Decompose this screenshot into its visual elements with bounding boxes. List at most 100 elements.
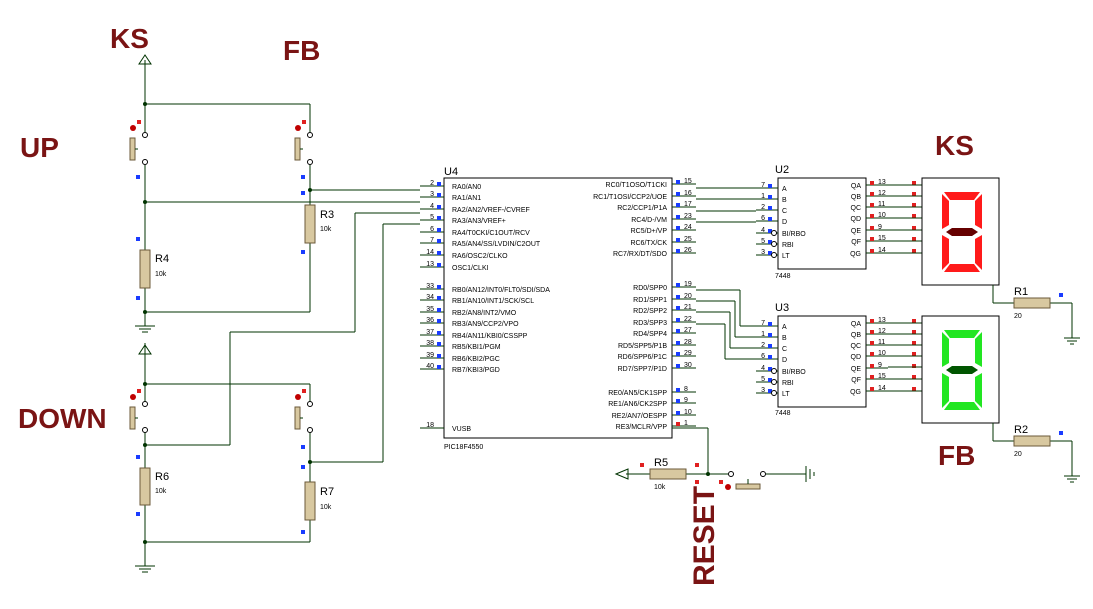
- mcu-pin-label: RC6/TX/CK: [630, 240, 667, 247]
- decoder-pin-label: LT: [782, 253, 790, 260]
- mcu-pin-number: 23: [684, 213, 692, 220]
- mcu-pin-label: RC1/T1OSI/CCP2/UOE: [593, 194, 667, 201]
- decoder-pin-number: 15: [878, 235, 886, 242]
- mcu-pin-label: OSC1/CLKI: [452, 265, 489, 272]
- label-ks-top: KS: [110, 23, 149, 54]
- resistor-r3[interactable]: R3 10k: [304, 204, 334, 244]
- mcu-pin-number: 22: [684, 316, 692, 323]
- mcu-pin-label: RE1/AN6/CK2SPP: [608, 401, 667, 408]
- decoder-pin-label: QC: [851, 205, 862, 212]
- mcu-pin-label: RE3/MCLR/VPP: [616, 424, 668, 431]
- mcu-pin-number: 21: [684, 304, 692, 311]
- mcu-pin-number: 27: [684, 327, 692, 334]
- r7-ref: R7: [320, 486, 334, 498]
- mcu-pin-number: 3: [430, 191, 434, 198]
- u3-part: 7448: [775, 410, 791, 417]
- display-segment-c: [975, 373, 982, 408]
- r4-ref: R4: [155, 253, 169, 265]
- mcu-pin-number: 34: [426, 294, 434, 301]
- decoder-pin-number: 6: [761, 215, 765, 222]
- mcu-pin-label: RA6/OSC2/CLKO: [452, 253, 508, 260]
- label-down: DOWN: [18, 403, 107, 434]
- decoder-pin-label: B: [782, 197, 787, 204]
- mcu-pin-label: RB3/AN9/CCP2/VPO: [452, 321, 519, 328]
- pushbutton-fb-up[interactable]: [294, 120, 313, 165]
- mcu-u4[interactable]: U4 PIC18F4550 2RA0/AN03RA1/AN14RA2/AN2/V…: [420, 166, 696, 451]
- decoder-pin-number: 1: [761, 331, 765, 338]
- resistor-r4[interactable]: R4 10k: [139, 249, 169, 289]
- seven-segment-display-fb: [921, 315, 1000, 424]
- mcu-pin-number: 5: [430, 214, 434, 221]
- r5-value: 10k: [654, 484, 666, 491]
- mcu-pin-label: RC0/T1OSO/T1CKI: [606, 182, 668, 189]
- mcu-pin-number: 14: [426, 249, 434, 256]
- mcu-pin-label: RB2/AN8/INT2/VMO: [452, 310, 517, 317]
- r6-value: 10k: [155, 488, 167, 495]
- decoder-pin-label: QD: [851, 354, 862, 361]
- pushbutton-fb-down[interactable]: [294, 389, 313, 433]
- r1-value: 20: [1014, 313, 1022, 320]
- pushbutton-reset[interactable]: [719, 471, 766, 491]
- decoder-pin-number: 2: [761, 342, 765, 349]
- display-segment-a: [944, 330, 980, 338]
- r4-value: 10k: [155, 271, 167, 278]
- mcu-pin-label: RD1/SPP1: [633, 297, 667, 304]
- decoder-pin-number: 6: [761, 353, 765, 360]
- mcu-pin-number: 20: [684, 293, 692, 300]
- r7-value: 10k: [320, 504, 332, 511]
- decoder-pin-label: QB: [851, 332, 861, 339]
- mcu-pin-label: RD3/SPP3: [633, 320, 667, 327]
- decoder-display-wires: [888, 184, 922, 392]
- pushbutton-up[interactable]: [129, 120, 148, 165]
- decoder-pin-label: C: [782, 346, 787, 353]
- r3-value: 10k: [320, 226, 332, 233]
- mcu-pin-label: RE0/AN5/CK1SPP: [608, 390, 667, 397]
- resistor-r6[interactable]: R6 10k: [139, 467, 169, 506]
- mcu-pin-number: 37: [426, 329, 434, 336]
- mcu-pin-number: 33: [426, 283, 434, 290]
- decoder-pin-label: RBI: [782, 380, 794, 387]
- label-ks-display: KS: [935, 130, 974, 161]
- mcu-pin-label: RC7/RX/DT/SDO: [613, 251, 668, 258]
- decoder-u2[interactable]: U2 7448 7A1B2C6D4BI/RBO5RBI3LT13QA12QB11…: [756, 164, 916, 280]
- decoder-pin-number: 15: [878, 373, 886, 380]
- decoder-pin-label: C: [782, 208, 787, 215]
- mcu-pin-label: RB6/KBI2/PGC: [452, 356, 500, 363]
- decoder-pin-number: 4: [761, 365, 765, 372]
- mcu-pin-label: RB5/KBI1/PGM: [452, 344, 501, 351]
- label-fb-display: FB: [938, 440, 975, 471]
- resistor-r7[interactable]: R7 10k: [304, 481, 334, 521]
- decoder-pin-label: QG: [850, 251, 861, 258]
- mcu-pin-label: RE2/AN7/OESPP: [612, 413, 668, 420]
- display-segment-f: [942, 332, 949, 367]
- decoder-pin-number: 7: [761, 320, 765, 327]
- mcu-pin-number: 35: [426, 306, 434, 313]
- resistor-r1[interactable]: R1 20: [1013, 286, 1063, 320]
- mcu-pin-number: 9: [684, 397, 688, 404]
- r5-ref: R5: [654, 457, 668, 469]
- mcu-pin-number: 13: [426, 261, 434, 268]
- resistor-r2[interactable]: R2 20: [1013, 424, 1063, 458]
- mcu-pin-number: 19: [684, 281, 692, 288]
- decoder-pin-label: QB: [851, 194, 861, 201]
- decoder-pin-number: 2: [761, 204, 765, 211]
- resistor-r5[interactable]: R5 10k: [640, 457, 699, 491]
- decoder-pin-label: A: [782, 324, 787, 331]
- mcu-pin-label: RB7/KBI3/PGD: [452, 367, 500, 374]
- decoder-u3[interactable]: U3 7448 7A1B2C6D4BI/RBO5RBI3LT13QA12QB11…: [756, 302, 916, 417]
- pushbutton-down[interactable]: [129, 389, 148, 433]
- display-segment-b: [975, 332, 982, 367]
- decoder-pin-label: QA: [851, 183, 861, 190]
- decoder-pin-number: 1: [761, 193, 765, 200]
- decoder-pin-number: 12: [878, 328, 886, 335]
- label-reset: RESET: [688, 486, 721, 586]
- mcu-pin-label: RB1/AN10/INT1/SCK/SCL: [452, 298, 534, 305]
- mcu-pin-label: RA1/AN1: [452, 195, 481, 202]
- mcu-pin-label: RA4/T0CKI/C1OUT/RCV: [452, 230, 530, 237]
- decoder-pin-number: 5: [761, 376, 765, 383]
- mcu-pin-number: 4: [430, 203, 434, 210]
- r1-ref: R1: [1014, 286, 1028, 298]
- display-segment-d: [944, 402, 980, 410]
- mcu-pin-label: RC2/CCP1/P1A: [617, 205, 667, 212]
